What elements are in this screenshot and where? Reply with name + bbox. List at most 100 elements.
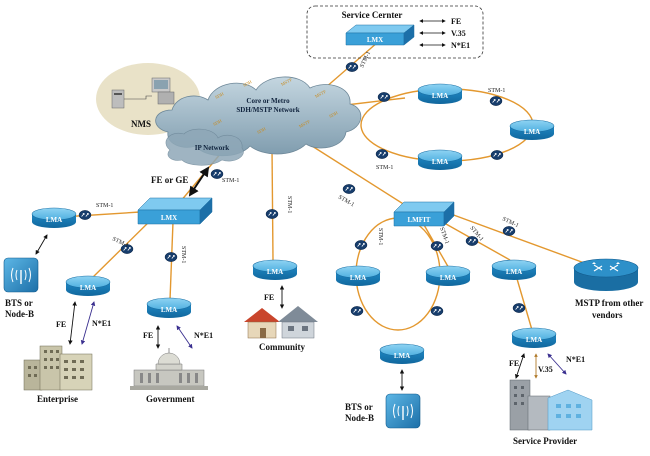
stm-node-icon: [350, 305, 364, 317]
stm1-label: STM-1: [96, 203, 113, 209]
lma-label: LMA: [267, 268, 283, 276]
stm-node-icon: [430, 240, 444, 252]
link-core-ring-a: [345, 97, 406, 106]
link-core-lmfit: [311, 145, 417, 213]
ne1-label: N*E1: [566, 355, 585, 364]
enterprise-building-icon: [23, 345, 93, 391]
fe-ge-label: FE or GE: [151, 175, 188, 185]
nms-server-icon: [111, 89, 125, 109]
stm-node-icon: [164, 251, 178, 263]
bts-bottom-tile: [385, 393, 421, 429]
antenna-icon: [11, 267, 31, 283]
lmx-label: LMX: [367, 36, 383, 44]
nms-label: NMS: [131, 119, 151, 129]
ip-network-cloud: [165, 128, 244, 166]
lma-label: LMA: [524, 128, 540, 136]
lma-label: LMA: [506, 268, 522, 276]
stm-node-icon: [430, 305, 444, 317]
cloud-tag: MSTP: [314, 89, 327, 99]
stm-node-icon: [342, 183, 356, 195]
stm-node-icon: [489, 96, 503, 106]
lma-ring-top-3: LMA: [417, 149, 463, 171]
lma-label: LMA: [440, 274, 456, 282]
service-center-box: [306, 5, 484, 59]
stm1-label: STM-1: [180, 246, 186, 263]
lma-ring-top-2: LMA: [509, 119, 555, 141]
stm1-label: STM-1: [111, 236, 129, 249]
stm1-label: STM-1: [222, 178, 239, 184]
link-lmfit-mstp: [439, 209, 599, 269]
ne1-label: N*E1: [194, 331, 213, 340]
mstp-label: vendors: [592, 310, 623, 320]
lma-west-ring-left: LMA: [335, 265, 381, 287]
cloud-tag: SDH: [256, 126, 267, 135]
stm1-label: STM-1: [376, 165, 393, 171]
cloud-tag: SDH: [212, 118, 223, 127]
bts-left-label: Node-B: [5, 309, 34, 319]
lma-ring-top-1: LMA: [417, 83, 463, 105]
interface-fe-label: FE: [451, 17, 461, 26]
lma-label: LMA: [526, 336, 542, 344]
lma-sp-upper: LMA: [491, 259, 537, 281]
lma-label: LMA: [80, 284, 96, 292]
cloud-tag: SDH: [242, 79, 253, 88]
core-network-label: SDH/MSTP Network: [236, 106, 299, 114]
lma-bts-left: LMA: [31, 207, 77, 229]
enterprise-label: Enterprise: [37, 394, 78, 404]
switch-icon: [593, 264, 619, 272]
mstp-vendor-switch: [573, 258, 639, 291]
stm1-label: STM-1: [377, 228, 383, 245]
ip-network-label: IP Network: [195, 144, 230, 152]
lma-label: LMA: [394, 352, 410, 360]
fe-label: FE: [143, 331, 153, 340]
lma-label: LMA: [46, 216, 62, 224]
service-center: Service Cernter LMX FE V.35 N*E1: [306, 5, 484, 59]
lma-enterprise: LMA: [65, 275, 111, 297]
stm1-label: STM-1: [488, 88, 505, 94]
stm-node-icon: [502, 225, 516, 237]
stm-node-icon: [354, 239, 368, 251]
fe-label: FE: [509, 359, 519, 368]
bts-bottom-label: Node-B: [345, 413, 374, 423]
bts-left-tile: [3, 257, 39, 293]
mstp-label: MSTP from other: [575, 298, 643, 308]
stm-node-icon: [265, 208, 279, 220]
lma-label: LMA: [432, 92, 448, 100]
lmx-label: LMX: [161, 214, 177, 222]
lma-government: LMA: [146, 297, 192, 319]
lmfit-label: LMFIT: [408, 216, 431, 224]
link-sp-lma: [514, 271, 533, 331]
cloud-tag: MSTP: [280, 77, 293, 87]
stm-node-icon: [375, 148, 389, 160]
service-provider-building-icon: [509, 379, 593, 431]
link-core-community: [271, 147, 274, 261]
bts-bottom-label: BTS or: [345, 402, 373, 412]
community-houses-icon: [244, 306, 318, 339]
antenna-icon: [393, 403, 413, 419]
cloud-tag: SDH: [328, 110, 339, 119]
government-label: Government: [146, 394, 195, 404]
ne1-label: N*E1: [92, 319, 111, 328]
stm1-label: STM-1: [438, 227, 450, 245]
stm1-label: STM-1: [286, 196, 292, 213]
stm-node-icon: [377, 92, 391, 102]
nms-workstation-icon: [157, 91, 175, 105]
stm-node-icon: [78, 209, 92, 221]
cloud-tag: SDH: [214, 91, 225, 100]
interface-v35-label: V.35: [451, 29, 466, 38]
service-center-title: Service Cernter: [342, 10, 403, 20]
stm1-label: STM-1: [337, 195, 355, 209]
lma-label: LMA: [432, 158, 448, 166]
stm-node-icon: [512, 302, 526, 314]
lma-sp-lower: LMA: [511, 327, 557, 349]
stm1-label: STM-1: [359, 51, 372, 69]
lmx-aggregator: LMX: [137, 197, 213, 225]
fe-label: FE: [56, 320, 66, 329]
core-cloud: SDH SDH MSTP MSTP SDH SDH MSTP SDH Core …: [155, 76, 362, 166]
service-provider-label: Service Provider: [513, 436, 577, 446]
stm-node-icon: [490, 149, 504, 161]
v35-label: V.35: [538, 365, 553, 374]
lma-west-ring-right: LMA: [425, 265, 471, 287]
